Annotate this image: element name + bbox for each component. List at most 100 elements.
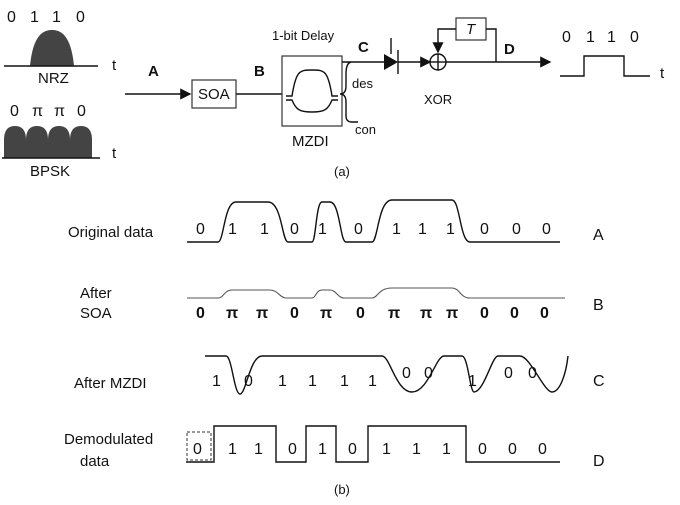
node-a-label: A [148, 63, 159, 80]
bit-value: 0 [288, 441, 297, 458]
bpsk-pulse [48, 126, 70, 158]
mzdi-label: MZDI [292, 133, 329, 150]
bit-value: 1 [418, 221, 427, 238]
bpsk-phase: 0 [77, 103, 86, 120]
bit-value: 0 [542, 221, 551, 238]
bpsk-pulse [26, 126, 48, 158]
row-b-values: 0 π π 0 π 0 π π π 0 0 0 [196, 305, 549, 322]
caption-b: (b) [334, 482, 350, 497]
nrz-time-label: t [112, 57, 117, 74]
mzdi-box [281, 55, 343, 127]
bit-value: 1 [442, 441, 451, 458]
bit-value: 1 [260, 221, 269, 238]
photodiode-icon [384, 54, 398, 70]
bit-value: 1 [308, 373, 317, 390]
output-time-label: t [660, 65, 665, 82]
phase-value: 0 [510, 305, 519, 322]
bit-value: 0 [193, 441, 202, 458]
phase-value: π [320, 305, 332, 322]
xor-label: XOR [424, 92, 452, 107]
bit-value: 1 [382, 441, 391, 458]
phase-value: π [420, 305, 432, 322]
bit-value: 1 [468, 373, 477, 390]
row-label: Original data [68, 224, 154, 241]
mzdi-arm-lower [286, 99, 338, 113]
bit-value: 0 [354, 221, 363, 238]
row-tag: D [593, 453, 605, 470]
bit-value: 0 [402, 365, 411, 382]
row-b-waveform [187, 287, 565, 299]
row-d-values: 0 1 1 0 1 0 1 1 1 0 0 0 [193, 441, 547, 458]
bit-value: 1 [278, 373, 287, 390]
bpsk-phase: 0 [10, 103, 19, 120]
nrz-pulse [30, 30, 74, 66]
row-c-waveform [205, 355, 569, 395]
row-d-waveform [186, 425, 560, 463]
dashed-bit-box [186, 431, 212, 461]
output-bit: 0 [630, 29, 639, 46]
bpsk-phase: π [32, 103, 43, 120]
node-c-label: C [358, 39, 369, 56]
t-delay-label: T [466, 21, 477, 38]
bpsk-signal: 0 π π 0 BPSK t [2, 103, 117, 180]
row-a-values: 0 1 1 0 1 0 1 1 1 0 0 0 [196, 221, 551, 238]
output-brace [339, 61, 358, 123]
caption-a: (a) [334, 164, 350, 179]
nrz-bit: 0 [7, 9, 16, 26]
bpsk-pulse [4, 126, 26, 158]
bit-value: 0 [196, 221, 205, 238]
output-bit: 1 [607, 29, 616, 46]
phase-value: 0 [196, 305, 205, 322]
bpsk-time-label: t [112, 145, 117, 162]
bit-value: 1 [212, 373, 221, 390]
phase-value: π [226, 305, 238, 322]
bit-value: 0 [512, 221, 521, 238]
bit-value: 1 [318, 221, 327, 238]
nrz-label: NRZ [38, 70, 69, 87]
nrz-bit: 0 [76, 9, 85, 26]
bit-value: 1 [340, 373, 349, 390]
phase-value: 0 [540, 305, 549, 322]
node-d-label: D [504, 41, 515, 58]
row-tag: B [593, 297, 604, 314]
nrz-bit: 1 [52, 9, 61, 26]
bpsk-pulse [70, 126, 92, 158]
row-label: data [80, 453, 110, 470]
phase-value: π [388, 305, 400, 322]
bit-value: 0 [244, 373, 253, 390]
bit-value: 0 [528, 365, 537, 382]
row-tag: A [593, 227, 604, 244]
bit-value: 0 [504, 365, 513, 382]
bit-value: 0 [290, 221, 299, 238]
phase-value: π [446, 305, 458, 322]
node-b-label: B [254, 63, 265, 80]
row-label: After [80, 285, 112, 302]
row-c-values: 1 0 1 1 1 1 0 0 1 0 0 [212, 365, 537, 390]
feedback-line-right [486, 28, 497, 62]
bit-value: 1 [412, 441, 421, 458]
timing-diagram: Original data A 0 1 1 0 1 0 1 1 1 0 0 0 … [64, 199, 605, 497]
output-waveform [560, 55, 650, 77]
phase-value: 0 [356, 305, 365, 322]
feedback-line-left [432, 28, 456, 54]
bit-value: 1 [446, 221, 455, 238]
phase-value: 0 [480, 305, 489, 322]
soa-box [191, 79, 237, 109]
mzdi-arm-upper [286, 69, 338, 97]
bit-value: 1 [318, 441, 327, 458]
phase-value: π [256, 305, 268, 322]
system-block-diagram: A SOA B 1-bit Delay MZDI des con C XOR T [125, 17, 665, 179]
bit-value: 0 [508, 441, 517, 458]
phase-value: 0 [290, 305, 299, 322]
row-label: SOA [80, 305, 112, 322]
nrz-bit: 1 [30, 9, 39, 26]
bit-value: 1 [228, 221, 237, 238]
bpsk-label: BPSK [30, 163, 70, 180]
bit-value: 1 [228, 441, 237, 458]
bit-value: 1 [392, 221, 401, 238]
bit-value: 0 [424, 365, 433, 382]
row-label: After MZDI [74, 375, 147, 392]
bit-value: 0 [538, 441, 547, 458]
